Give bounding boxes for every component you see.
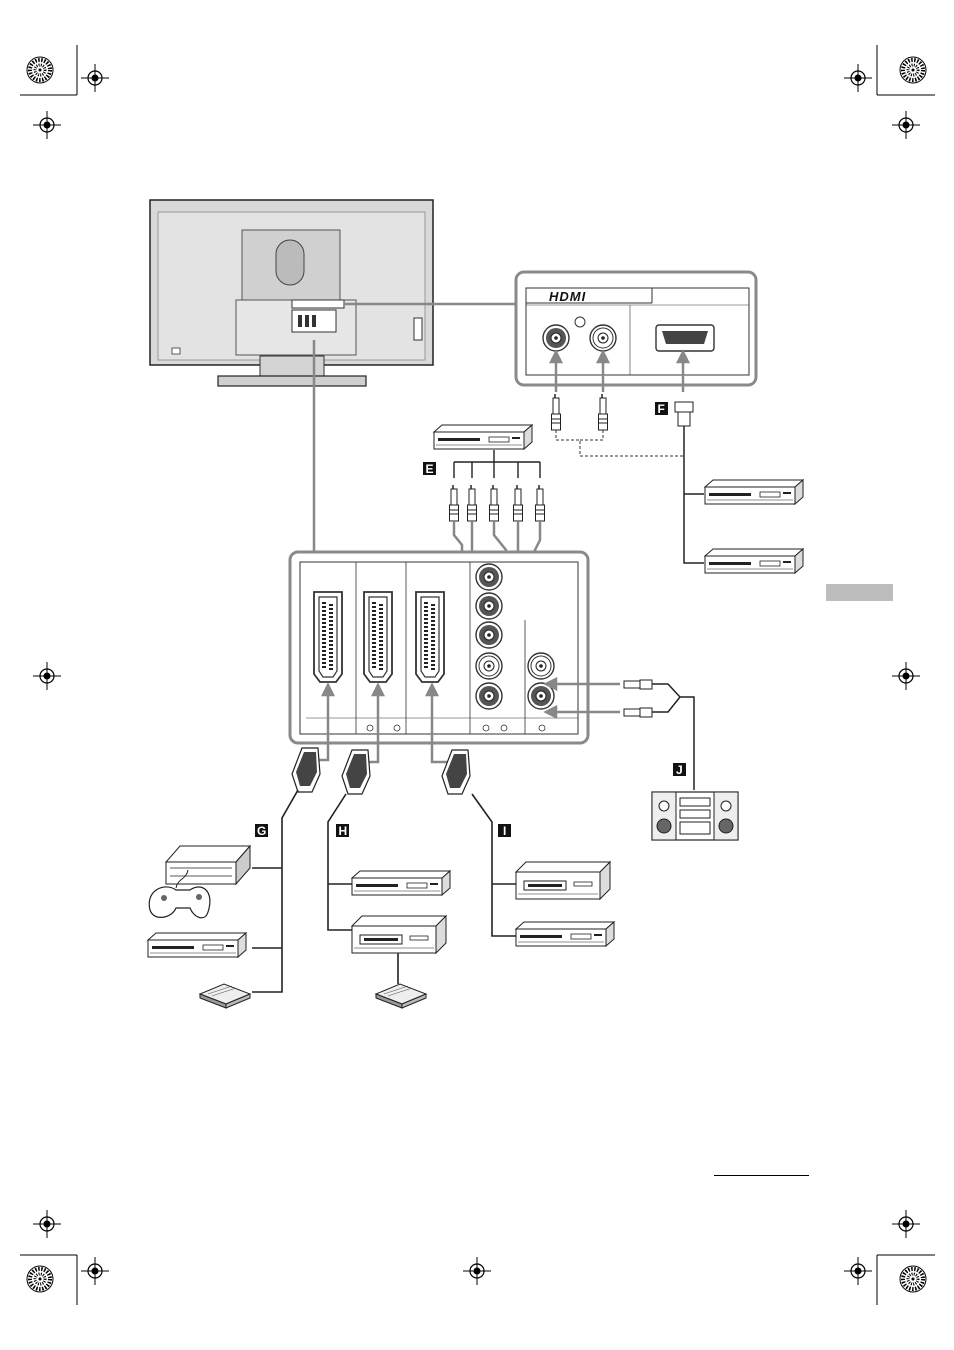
rca-plug-icon — [552, 394, 608, 430]
svg-text:G: G — [257, 824, 266, 838]
label-I: I — [498, 824, 511, 838]
svg-text:J: J — [676, 763, 683, 777]
label-G: G — [255, 824, 268, 838]
label-J: J — [673, 763, 686, 777]
decoder-icon — [200, 984, 426, 1008]
hdmi-socket-icon — [656, 325, 714, 351]
svg-text:E: E — [426, 462, 434, 476]
rca-plug-icon — [450, 485, 545, 521]
rca-plug-icon — [624, 680, 652, 717]
hifi-system-icon — [652, 792, 738, 840]
svg-text:H: H — [339, 824, 348, 838]
section-tab-marker — [826, 584, 893, 601]
hdmi-panel: HDMI — [516, 272, 756, 385]
scart-plug-icon — [292, 748, 470, 794]
svg-text:I: I — [503, 824, 506, 838]
scart-socket-icon — [314, 592, 444, 682]
svg-text:F: F — [658, 402, 665, 416]
game-console-icon — [149, 846, 250, 918]
label-H: H — [336, 824, 349, 838]
tv-rear-icon — [150, 200, 433, 386]
label-F: F — [655, 402, 668, 416]
label-E: E — [423, 462, 436, 476]
hdmi-logo-text: HDMI — [549, 289, 586, 304]
dvd-recorder-icon — [705, 480, 803, 573]
dvd-recorder-icon — [434, 425, 532, 449]
av-panel — [290, 552, 588, 743]
hdmi-plug-icon — [675, 402, 693, 436]
footer-rule — [714, 1175, 809, 1176]
